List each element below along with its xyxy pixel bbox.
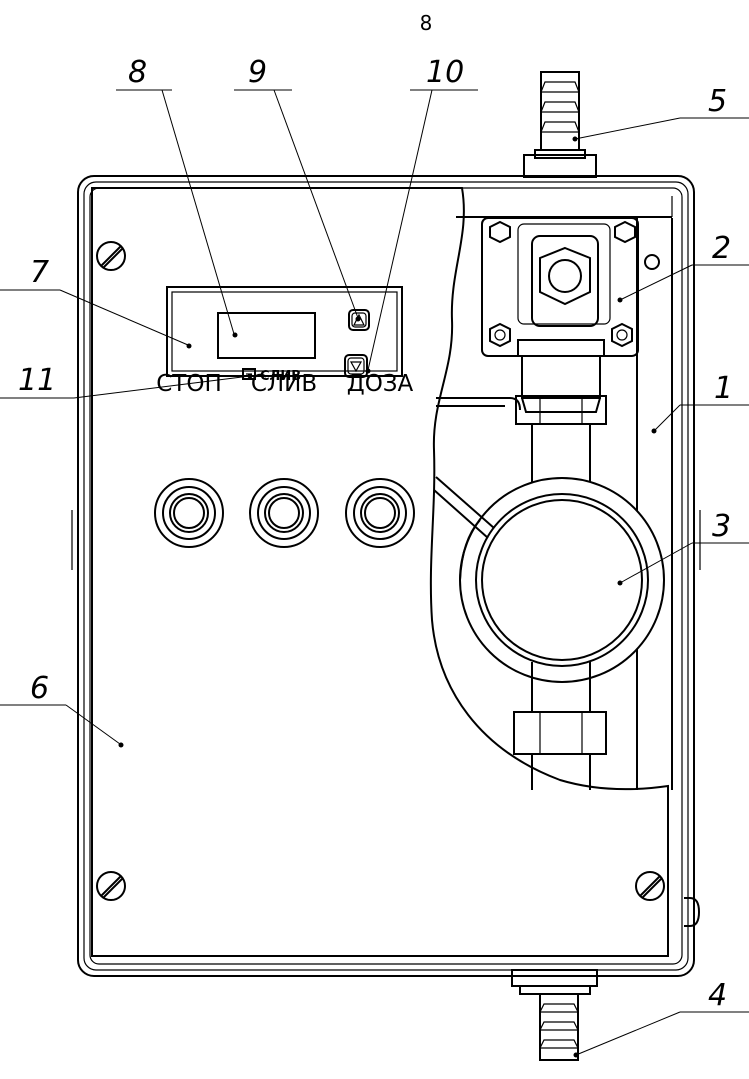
callout-4: 4	[573, 978, 749, 1058]
svg-text:6: 6	[30, 671, 49, 706]
callout-9: 9	[234, 55, 361, 322]
callout-8: 8	[116, 55, 238, 338]
svg-text:10: 10	[426, 55, 464, 90]
outlet-fitting	[511, 969, 598, 1061]
controller-panel: СЛИВ	[166, 286, 403, 384]
enclosure-body	[71, 175, 701, 977]
internal-mechanism	[433, 196, 673, 790]
drain-button-label: СЛИВ	[251, 371, 317, 397]
callout-7: 7	[0, 255, 192, 349]
page-number: 8	[420, 11, 433, 35]
svg-text:9: 9	[248, 55, 267, 90]
svg-text:1: 1	[714, 371, 733, 406]
drain-button[interactable]: СЛИВ	[249, 371, 319, 548]
front-cover	[91, 187, 669, 957]
callout-2: 2	[617, 231, 749, 303]
down-button[interactable]	[344, 354, 368, 378]
svg-text:8: 8	[128, 55, 147, 90]
callout-3: 3	[617, 509, 749, 586]
svg-text:11: 11	[18, 363, 56, 398]
callout-5: 5	[572, 84, 749, 142]
lcd-display	[217, 312, 316, 359]
svg-text:7: 7	[30, 255, 49, 290]
drain-indicator-label: СЛИВ	[260, 369, 301, 384]
stop-button[interactable]: СТОП	[154, 371, 224, 548]
dose-button-label: ДОЗА	[347, 371, 414, 397]
svg-text:5: 5	[708, 84, 727, 119]
callout-1: 1	[651, 371, 749, 434]
drain-indicator	[242, 368, 256, 380]
callout-10: 10	[365, 55, 478, 374]
callout-11: 11	[0, 363, 253, 399]
svg-text:3: 3	[712, 509, 731, 544]
callout-6: 6	[0, 671, 124, 748]
svg-text:4: 4	[708, 978, 727, 1013]
inlet-fitting	[523, 71, 597, 178]
dose-button[interactable]: ДОЗА	[345, 371, 415, 548]
svg-text:2: 2	[712, 231, 731, 266]
